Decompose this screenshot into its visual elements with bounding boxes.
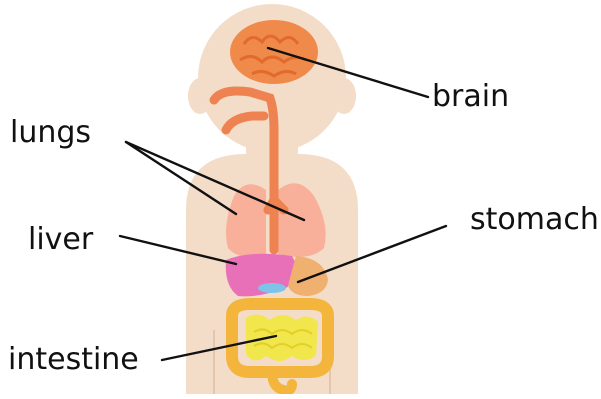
- label-intestine: intestine: [8, 345, 139, 375]
- gallbladder-organ: [258, 283, 286, 293]
- label-lungs: lungs: [10, 118, 91, 148]
- right-ear: [332, 78, 356, 114]
- small-intestine-organ: [246, 314, 318, 361]
- label-stomach: stomach: [470, 205, 599, 235]
- brain-organ: [230, 20, 318, 84]
- label-brain: brain: [432, 82, 509, 112]
- left-ear: [188, 78, 212, 114]
- label-liver: liver: [28, 225, 93, 255]
